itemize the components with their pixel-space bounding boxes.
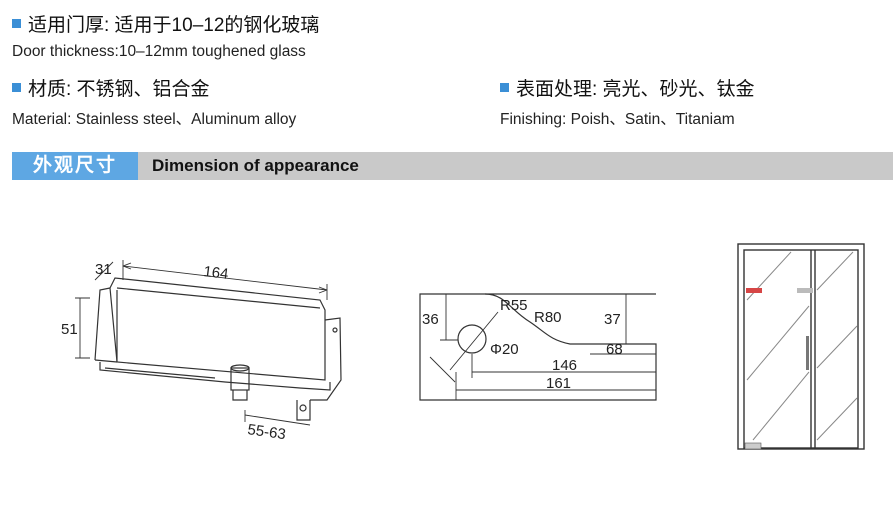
label-r55: R55	[500, 297, 528, 314]
bullet-icon	[500, 83, 509, 92]
label-phi20: Φ20	[490, 341, 519, 358]
door-en: Door thickness:10–12mm toughened glass	[12, 43, 306, 60]
dim-36: 36	[422, 311, 439, 328]
spec-finishing: 表面处理: 亮光、砂光、钛金 Finishing: Poish、Satin、Ti…	[500, 74, 755, 129]
material-en: Material: Stainless steel、Aluminum alloy	[12, 111, 297, 128]
finishing-zh: 表面处理: 亮光、砂光、钛金	[516, 79, 755, 100]
patch-marker-left	[746, 288, 762, 293]
door-zh: 适用门厚: 适用于10–12的钢化玻璃	[28, 15, 320, 36]
section-title: Dimension of appearance	[152, 156, 359, 175]
profile-drawing: R55 R80 36 37 Φ20 68 146 161	[419, 293, 657, 401]
label-r80: R80	[534, 309, 562, 326]
dim-164: 164	[203, 263, 230, 283]
dim-68: 68	[606, 341, 623, 358]
material-zh: 材质: 不锈钢、铝合金	[28, 79, 210, 100]
finishing-en: Finishing: Poish、Satin、Titaniam	[500, 111, 735, 128]
dim-55-63: 55-63	[246, 421, 286, 443]
dim-31: 31	[95, 261, 112, 278]
bullet-icon	[12, 19, 21, 28]
spec-material: 材质: 不锈钢、铝合金 Material: Stainless steel、Al…	[12, 74, 296, 129]
door-elevation-drawing	[737, 243, 865, 450]
floor-marker	[744, 442, 762, 450]
spec-door-thickness: 适用门厚: 适用于10–12的钢化玻璃 Door thickness:10–12…	[12, 10, 319, 61]
dim-161: 161	[546, 375, 571, 392]
patch-fitting-drawing: 164 31 51 55-63	[61, 260, 342, 443]
section-tag: 外观尺寸	[12, 152, 138, 180]
bullet-icon	[12, 83, 21, 92]
dim-37: 37	[604, 311, 621, 328]
section-header: 外观尺寸 Dimension of appearance	[12, 152, 893, 180]
dim-51: 51	[61, 321, 78, 338]
patch-marker-center	[797, 288, 813, 293]
door-handle	[806, 336, 809, 370]
dim-146: 146	[552, 357, 577, 374]
